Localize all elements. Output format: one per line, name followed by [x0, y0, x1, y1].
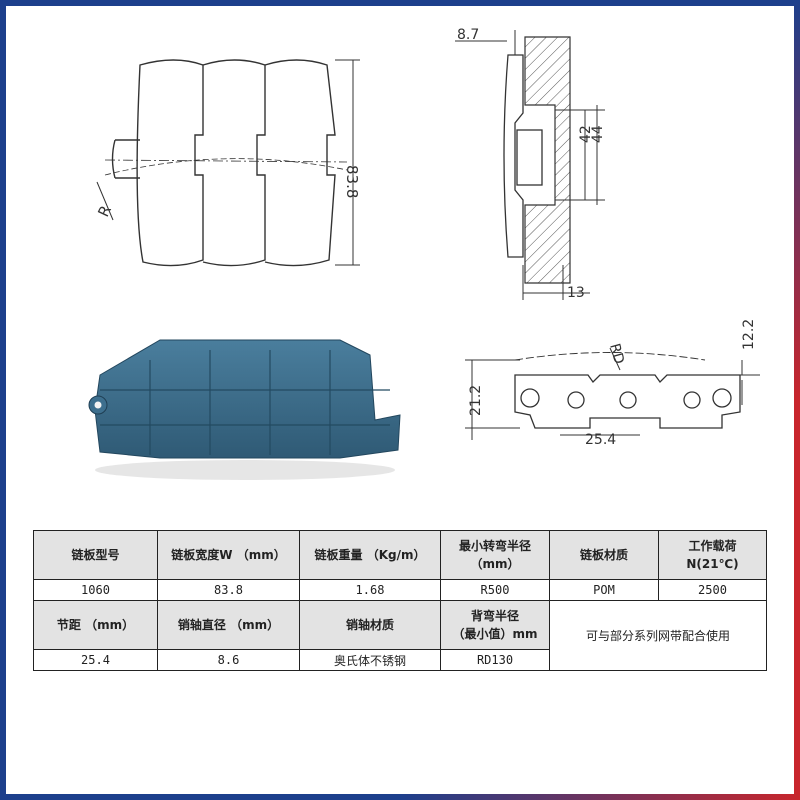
value-load: 2500 [658, 579, 767, 601]
header-weight: 链板重量 （Kg/m） [299, 530, 441, 580]
dim-42-label: 42 [578, 125, 594, 143]
header-back-bend: 背弯半径 （最小值）mm [440, 600, 550, 650]
header-load: 工作载荷 N(21℃) [658, 530, 767, 580]
header-min-radius: 最小转弯半径 （mm） [440, 530, 550, 580]
dim-rd-label: RD [606, 342, 627, 366]
value-model: 1060 [33, 579, 158, 601]
side-profile-drawing: RD 12.2 21.2 25.4 [465, 320, 760, 448]
chain-product-image [88, 339, 401, 480]
header-back-bend-line2: （最小值）mm [452, 627, 538, 641]
compatibility-note: 可与部分系列网带配合使用 [549, 600, 767, 671]
dim-8-7-label: 8.7 [457, 27, 479, 43]
dim-21-2-label: 21.2 [468, 385, 484, 416]
spec-table: 链板型号 链板宽度W （mm） 链板重量 （Kg/m） 最小转弯半径 （mm） … [33, 530, 767, 671]
header-material: 链板材质 [549, 530, 659, 580]
header-load-line1: 工作载荷 [688, 539, 737, 553]
dim-width-label: 83.8 [343, 165, 361, 198]
header-model: 链板型号 [33, 530, 158, 580]
header-width: 链板宽度W （mm） [157, 530, 300, 580]
header-load-line2: N(21℃) [686, 557, 739, 571]
value-pin-diameter: 8.6 [157, 649, 300, 671]
table-value-row-1: 1060 83.8 1.68 R500 POM 2500 [33, 579, 767, 601]
top-view-drawing: 83.8 R [94, 59, 361, 267]
header-pin-diameter: 销轴直径 （mm） [157, 600, 300, 650]
value-material: POM [549, 579, 659, 601]
dim-13-label: 13 [567, 285, 585, 301]
header-min-radius-line2: （mm） [470, 557, 520, 571]
value-back-bend: RD130 [440, 649, 550, 671]
header-pin-material: 销轴材质 [299, 600, 441, 650]
value-pitch: 25.4 [33, 649, 158, 671]
dim-44-label: 44 [590, 125, 605, 143]
table-value-row-2: 25.4 8.6 奥氏体不锈钢 RD130 [33, 649, 767, 671]
value-width: 83.8 [157, 579, 300, 601]
value-weight: 1.68 [299, 579, 441, 601]
value-pin-material: 奥氏体不锈钢 [299, 649, 441, 671]
dim-25-4-label: 25.4 [585, 432, 616, 448]
border-gradient-right [794, 0, 800, 400]
dim-12-2-label: 12.2 [741, 320, 757, 350]
table-header-row-1: 链板型号 链板宽度W （mm） 链板重量 （Kg/m） 最小转弯半径 （mm） … [33, 530, 767, 580]
value-min-radius: R500 [440, 579, 550, 601]
table-header-row-2: 节距 （mm） 销轴直径 （mm） 销轴材质 背弯半径 （最小值）mm 可与部分… [33, 600, 767, 671]
header-pitch: 节距 （mm） [33, 600, 158, 650]
header-back-bend-line1: 背弯半径 [470, 609, 519, 623]
side-section-drawing: 8.7 42 44 13 [455, 27, 605, 301]
header-min-radius-line1: 最小转弯半径 [458, 539, 531, 553]
border-gradient-bottom [400, 794, 800, 800]
